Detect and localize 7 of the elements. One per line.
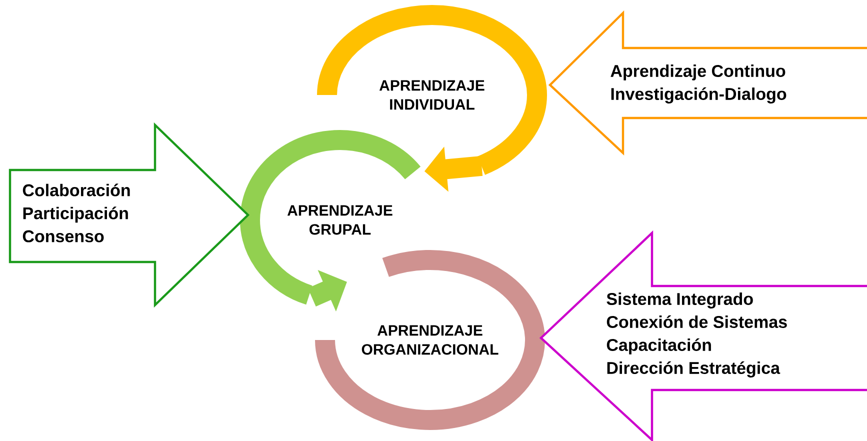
node-label: Sistema Integrado <box>606 292 753 308</box>
ring-band: APRENDIZAJE GRUPAL <box>240 130 420 305</box>
ring-band: APRENDIZAJE INDIVIDUAL <box>317 5 547 175</box>
node-label: Capacitación <box>606 338 711 354</box>
node-label: Dirección Estratégica <box>607 361 780 378</box>
ring-band: APRENDIZAJE ORGANIZACIONAL <box>315 250 545 430</box>
node-label: Conexión de Sistemas <box>606 315 787 328</box>
